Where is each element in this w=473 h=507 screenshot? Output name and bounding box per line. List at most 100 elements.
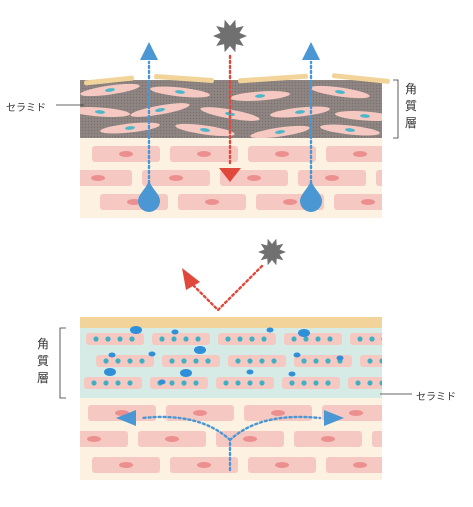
ceramide-droplet [104,368,116,376]
corneum-cell-nucleus [175,90,185,94]
ceramide-droplet [194,346,206,354]
corneum-dot [313,358,319,364]
corneum-dot [381,337,382,341]
lipid-flake [84,75,134,86]
dotted-path [228,415,322,442]
corneum-dot [91,380,97,386]
corneum-dot [181,380,187,386]
corneum-dot [93,336,99,342]
top-lipid-flakes [84,73,390,86]
corneum-brick [86,333,144,345]
corneum-dot [117,336,123,342]
cell-nucleus [87,436,101,442]
corneum-dot [127,380,133,386]
corneum-brick [228,355,286,367]
arrow-down-icon [219,168,241,182]
arrows [116,19,344,472]
corneum-cell-nucleus [295,110,305,114]
corneum-dot [291,336,297,342]
corneum-dot [171,336,177,342]
corneum-dot [195,336,201,342]
cell-nucleus [247,175,261,181]
ceramide-droplet [293,352,301,358]
corneum-dot [193,380,199,386]
skin-cell [80,170,132,186]
corneum-dot [169,380,175,386]
corneum-dot [379,380,382,386]
damaged-corneum-cell [250,125,310,138]
cell-nucleus [353,462,367,468]
corneum-dot [115,380,121,386]
corneum-dot [379,358,382,364]
top-corneum-cells [80,83,382,138]
top-panel [80,73,390,218]
cell-nucleus [91,175,105,181]
irritant-icon [213,19,247,53]
damaged-corneum-cell [270,106,330,118]
ceramide-droplet [180,369,192,377]
corneum-dot [237,336,243,342]
corneum-dot [391,358,396,363]
damaged-corneum-cell [320,124,380,136]
corneum-dot [403,358,408,363]
corneum-cell-nucleus [335,90,345,94]
corneum-dot [225,336,231,342]
corneum-cell-nucleus [125,126,135,130]
corneum-brick [152,333,210,345]
damaged-corneum-cell [150,86,210,98]
corneum-cell-nucleus [95,110,105,114]
lipid-flake [332,73,390,84]
corneum-brick [162,355,220,367]
skin-cell [376,170,382,186]
arrow-up-icon [302,42,320,60]
dotted-path [140,415,232,472]
lipid-flake [153,74,214,83]
corneum-dot [183,336,189,342]
corneum-dot [139,358,145,364]
corneum-dot [205,358,211,364]
cell-nucleus [325,175,339,181]
corneum-dot [367,358,373,364]
ceramide-droplet [108,352,116,358]
damaged-corneum-cell [130,103,190,117]
corneum-dot [289,380,295,386]
ceramide-droplet [171,329,179,335]
corneum-dot [325,380,331,386]
ceramide-droplet [298,329,310,337]
bottom-lipid-layer [80,317,382,328]
corneum-brick [350,333,382,345]
arrow-deflect-icon [182,268,200,290]
corneum-dot [103,380,109,386]
cell-nucleus [361,199,375,205]
corneum-dot [259,380,265,386]
corneum-dot [249,336,255,342]
ceramide-droplet [266,327,274,333]
ceramide-droplet [148,351,156,357]
corneum-dot [127,358,133,364]
damaged-corneum-cell [230,91,290,101]
corneum-dot [315,336,321,342]
corneum-dot [367,380,373,386]
bottom-corneum-cells [84,333,408,389]
cell-nucleus [119,462,133,468]
corneum-brick [282,377,340,389]
top-bracket [393,79,399,139]
corneum-dot [355,380,361,386]
cell-nucleus [353,151,367,157]
corneum-dot [181,358,187,364]
corneum-dot [301,380,307,386]
cell-nucleus [169,175,183,181]
corneum-dot [259,358,265,364]
arrow-up-icon [140,42,158,60]
corneum-brick [216,377,274,389]
cell-nucleus [193,410,207,416]
corneum-brick [348,377,382,389]
cell-nucleus [349,410,363,416]
damaged-corneum-cell [100,122,160,134]
corneum-dot [105,336,111,342]
corneum-dot [235,358,241,364]
cell-nucleus [119,151,133,157]
water-drop-icon [300,180,322,212]
cell-nucleus [275,462,289,468]
ceramide-droplet [336,355,344,361]
